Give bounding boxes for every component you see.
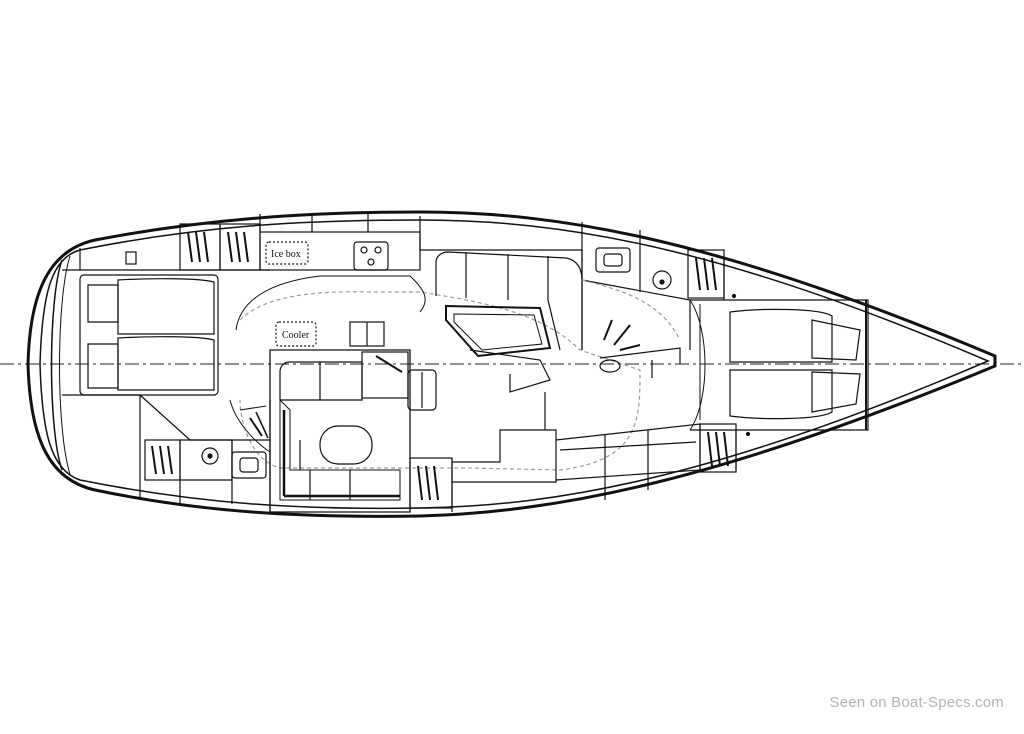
locker-bottom-1 xyxy=(144,439,181,481)
fwd-toilet-icon xyxy=(652,270,672,290)
cooler-label: Cooler xyxy=(282,330,310,341)
starboard-settee xyxy=(435,251,583,351)
galley-counter xyxy=(259,231,421,271)
saloon-dashed-line xyxy=(239,291,641,471)
locker-mid xyxy=(409,457,453,509)
saloon-table-2 xyxy=(445,304,552,358)
fwd-head-door xyxy=(599,359,621,373)
saloon-table xyxy=(319,425,373,465)
hull-outline xyxy=(26,210,997,518)
aft-pillow-2 xyxy=(87,343,119,389)
aft-toilet-icon xyxy=(201,447,219,465)
locker-top-2 xyxy=(219,223,261,271)
nav-seat xyxy=(361,351,409,399)
aft-sink-icon xyxy=(231,451,267,479)
stove-icon xyxy=(353,241,389,271)
v-berth xyxy=(729,308,861,420)
ice-box-label: Ice box xyxy=(271,249,301,260)
fwd-sink-icon xyxy=(595,247,631,273)
watermark-text: Seen on Boat-Specs.com xyxy=(829,694,1004,711)
saloon-settee xyxy=(279,361,401,501)
aft-pillow-1 xyxy=(87,284,119,323)
aft-berth xyxy=(79,274,219,396)
transom xyxy=(50,259,63,471)
